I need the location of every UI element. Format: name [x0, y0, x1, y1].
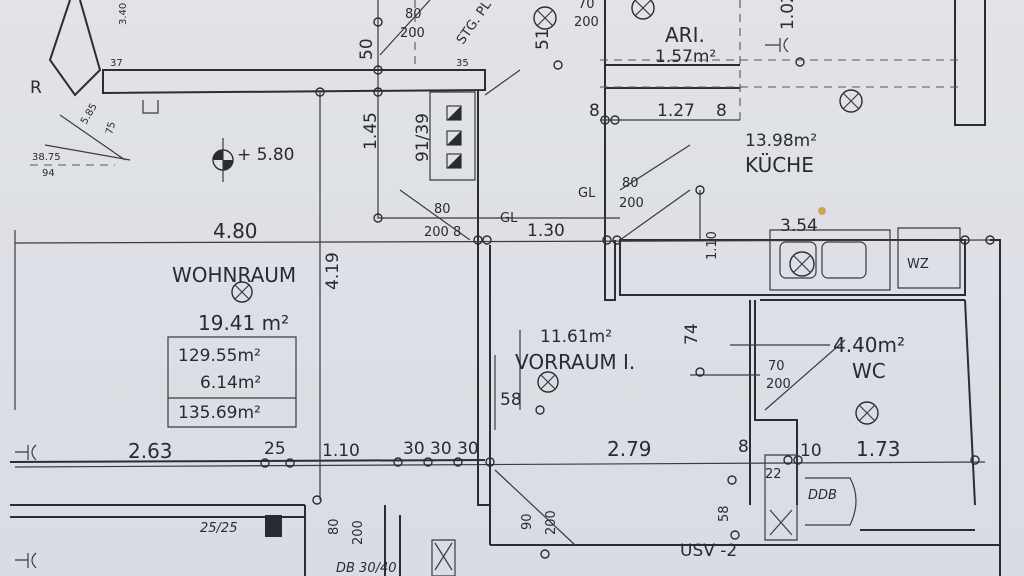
light-icon: [839, 89, 863, 113]
light-icon: [631, 0, 655, 20]
dim: 80: [327, 518, 342, 535]
dim: 1.02: [778, 0, 798, 30]
dim: 200: [544, 510, 559, 535]
dim: 58: [717, 505, 732, 522]
dim: 4.80: [213, 219, 258, 243]
dim: 1.73: [856, 437, 901, 461]
room-name-ari: ARI.: [665, 23, 705, 47]
dimension-labels: 80 200 50 35 37 3.40 5.85 75 38.75 94 1.…: [32, 0, 901, 545]
dim: 200: [766, 377, 791, 392]
dimension-lines: [14, 0, 991, 546]
wz-label: WZ: [907, 257, 929, 272]
dim: 200: [400, 26, 425, 41]
dim: 38.75: [32, 152, 61, 163]
socket-icons: [15, 37, 789, 569]
pillar-label: 25/25: [200, 521, 237, 536]
dim: 30 30 30: [403, 439, 479, 459]
dim: 94: [42, 168, 55, 179]
r-label: R: [30, 78, 42, 98]
dim: 37: [110, 58, 123, 69]
dim: 80: [405, 7, 422, 22]
room-name-kueche: KÜCHE: [745, 153, 814, 177]
walls: [9, 0, 1001, 576]
ceiling-light-icons: [231, 0, 879, 425]
dim: 4.19: [323, 252, 343, 290]
dim: 51: [533, 28, 553, 50]
area-summary-extra: 6.14m²: [200, 373, 261, 393]
light-icon: [789, 251, 815, 277]
room-area-vorraum: 11.61m²: [540, 327, 612, 347]
dim: 58: [500, 390, 522, 410]
light-icon: [537, 371, 559, 393]
dim: 200: [574, 15, 599, 30]
dim: 5.85: [79, 102, 100, 127]
dim: 2.79: [607, 437, 652, 461]
dim: 70: [768, 359, 785, 374]
dim: 1.30: [527, 221, 565, 241]
dim: 8: [589, 101, 600, 121]
room-area-ari: 1.57m²: [655, 47, 716, 67]
stair-label: STG. PL: [454, 0, 495, 47]
dim: 22: [765, 467, 782, 482]
dim: 70: [578, 0, 595, 12]
dim: 1.10: [705, 231, 720, 260]
light-icon: [533, 6, 557, 30]
dim: 1.27: [657, 101, 695, 121]
grid-nodes: [260, 17, 995, 559]
dim: 1.10: [322, 441, 360, 461]
dim: 35: [456, 58, 469, 69]
elevation-label: + 5.80: [237, 145, 295, 165]
area-summary-total: 135.69m²: [178, 403, 261, 423]
dim: 25: [264, 439, 286, 459]
pillar-marker: [265, 515, 282, 537]
dim: 90: [520, 513, 535, 530]
gl-label-hall: GL: [500, 211, 518, 226]
room-area-wc: 4.40m²: [833, 333, 905, 357]
shaft-icons: [446, 105, 462, 169]
dim: 200: [619, 196, 644, 211]
dim: 8: [738, 437, 749, 457]
ddb-label: DDB: [808, 488, 837, 503]
dim: 80: [622, 176, 639, 191]
dim: 2.63: [128, 439, 173, 463]
dim: 80: [434, 202, 451, 217]
elevation-marker-icon: [212, 138, 234, 182]
room-name-wc: WC: [852, 359, 886, 383]
room-name-wohnraum: WOHNRAUM: [172, 263, 296, 287]
dim: 75: [104, 121, 118, 136]
room-area-kueche: 13.98m²: [745, 131, 817, 151]
room-name-vorraum: VORRAUM I.: [515, 350, 635, 374]
dim: 50: [357, 38, 377, 60]
db-label: DB 30/40: [336, 561, 397, 576]
dim: 200: [351, 520, 366, 545]
dim: 200 8: [424, 225, 461, 240]
shaft-label: 91/39: [413, 113, 433, 162]
dim: 8: [716, 101, 727, 121]
stain-dot: [818, 207, 826, 215]
light-icon: [855, 401, 879, 425]
usv-label: USV -2: [680, 541, 737, 561]
dim: 3.54: [780, 216, 818, 236]
dim: 74: [682, 323, 702, 345]
light-icon: [231, 281, 253, 303]
area-summary-net: 129.55m²: [178, 346, 261, 366]
dim: 1.45: [361, 112, 381, 150]
gl-label-kitchen: GL: [578, 186, 596, 201]
dim: 3.40: [118, 3, 129, 25]
dim: 10: [800, 441, 822, 461]
room-area-wohnraum: 19.41 m²: [198, 311, 289, 335]
